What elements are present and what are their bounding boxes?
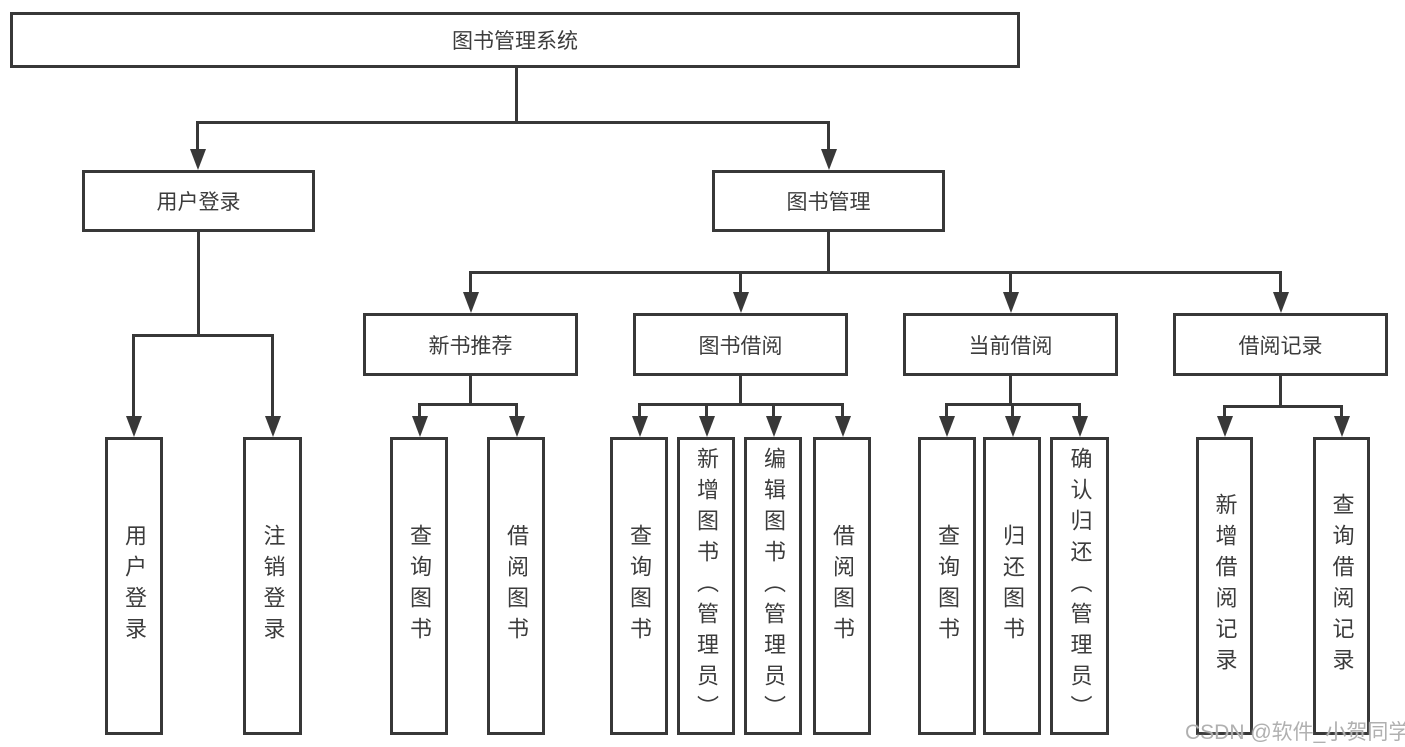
- leaf-label: 新增图书（管理员）: [694, 446, 719, 726]
- leaf-query-borrow-record: 查询借阅记录: [1313, 437, 1370, 735]
- arrow-down-icon: [1217, 416, 1233, 437]
- connector-leaf-stem: [841, 403, 844, 419]
- connector-records-bar: [1223, 405, 1343, 408]
- connector-leaf-stem: [1340, 405, 1343, 419]
- arrow-down-icon: [699, 416, 715, 437]
- arrow-down-icon: [1072, 416, 1088, 437]
- connector-user-login-bar: [132, 334, 274, 337]
- node-current-borrowing: 当前借阅: [903, 313, 1118, 376]
- leaf-label: 查询图书: [407, 524, 432, 648]
- arrow-down-icon: [1005, 416, 1021, 437]
- connector-leaf-stem: [772, 403, 775, 419]
- connector-book-mgmt-stem: [827, 121, 830, 153]
- leaf-user-login: 用户登录: [105, 437, 163, 735]
- arrow-down-icon: [1003, 292, 1019, 313]
- connector-borrowing-bar: [638, 403, 844, 406]
- node-label: 新书推荐: [428, 334, 513, 358]
- connector-level2-bar: [196, 121, 830, 124]
- connector-leaf-stem: [945, 403, 948, 419]
- leaf-label: 归还图书: [1000, 524, 1025, 648]
- arrow-down-icon: [733, 292, 749, 313]
- leaf-label: 查询图书: [935, 524, 960, 648]
- node-label: 用户登录: [156, 191, 241, 214]
- arrow-down-icon: [509, 416, 525, 437]
- leaf-borrow-book-borrowing: 借阅图书: [813, 437, 871, 735]
- node-book-management: 图书管理: [712, 170, 945, 232]
- leaf-label: 查询借阅记录: [1329, 493, 1355, 679]
- arrow-down-icon: [463, 292, 479, 313]
- node-label: 借阅记录: [1238, 334, 1323, 358]
- arrow-down-icon: [126, 416, 142, 437]
- leaf-label: 确认归还（管理员）: [1067, 446, 1093, 726]
- leaf-label: 借阅图书: [830, 524, 855, 648]
- arrow-down-icon: [412, 416, 428, 437]
- connector-book-mgmt-down: [827, 232, 830, 274]
- leaf-query-book-borrowing: 查询图书: [610, 437, 668, 735]
- leaf-add-book-admin: 新增图书（管理员）: [677, 437, 735, 735]
- connector-leaf-stem: [1078, 403, 1081, 419]
- connector-recommend-down: [469, 376, 472, 406]
- connector-borrowing-down: [739, 376, 742, 406]
- node-book-borrowing: 图书借阅: [633, 313, 848, 376]
- connector-recommend-bar: [418, 403, 518, 406]
- leaf-label: 查询图书: [627, 524, 652, 648]
- connector-level3-stem: [1279, 271, 1282, 295]
- leaf-confirm-return-admin: 确认归还（管理员）: [1050, 437, 1109, 735]
- node-new-book-recommend: 新书推荐: [363, 313, 578, 376]
- csdn-watermark: CSDN @软件_小贺同学: [1185, 721, 1405, 744]
- node-label: 图书管理: [786, 191, 871, 214]
- connector-user-login-down: [197, 232, 200, 336]
- connector-leaf-stem: [1223, 405, 1226, 419]
- arrow-down-icon: [1273, 292, 1289, 313]
- arrow-down-icon: [1334, 416, 1350, 437]
- node-label: 图书借阅: [698, 334, 783, 358]
- leaf-label: 用户登录: [122, 524, 147, 648]
- connector-level3-stem: [469, 271, 472, 295]
- connector-current-down: [1009, 376, 1012, 406]
- arrow-down-icon: [190, 149, 206, 170]
- leaf-label: 注销登录: [260, 524, 286, 648]
- connector-records-down: [1279, 376, 1282, 408]
- connector-leaf-stem: [515, 403, 518, 419]
- connector-level3-stem: [739, 271, 742, 295]
- arrow-down-icon: [835, 416, 851, 437]
- connector-leaf-stem: [418, 403, 421, 419]
- arrow-down-icon: [821, 149, 837, 170]
- connector-level3-bar: [469, 271, 1282, 274]
- leaf-return-book: 归还图书: [983, 437, 1041, 735]
- leaf-label: 借阅图书: [504, 524, 529, 648]
- leaf-label: 编辑图书（管理员）: [761, 446, 786, 726]
- arrow-down-icon: [632, 416, 648, 437]
- node-borrow-records: 借阅记录: [1173, 313, 1388, 376]
- connector-user-login-stem: [196, 121, 199, 153]
- node-label: 当前借阅: [968, 334, 1053, 358]
- leaf-edit-book-admin: 编辑图书（管理员）: [744, 437, 802, 735]
- connector-leaf-stem: [1011, 403, 1014, 419]
- leaf-add-borrow-record: 新增借阅记录: [1196, 437, 1253, 735]
- leaf-logout-login: 注销登录: [243, 437, 302, 735]
- leaf-borrow-book-recommend: 借阅图书: [487, 437, 545, 735]
- arrow-down-icon: [939, 416, 955, 437]
- connector-leaf-stem: [705, 403, 708, 419]
- arrow-down-icon: [766, 416, 782, 437]
- leaf-query-book-recommend: 查询图书: [390, 437, 448, 735]
- connector-leaf-stem: [638, 403, 641, 419]
- leaf-query-book-current: 查询图书: [918, 437, 976, 735]
- connector-root-stem: [515, 68, 518, 124]
- arrow-down-icon: [265, 416, 281, 437]
- node-library-management-system: 图书管理系统: [10, 12, 1020, 68]
- node-label: 图书管理系统: [452, 30, 578, 53]
- node-user-login: 用户登录: [82, 170, 315, 232]
- connector-level3-stem: [1009, 271, 1012, 295]
- connector-leaf-stem: [271, 334, 274, 418]
- leaf-label: 新增借阅记录: [1212, 493, 1238, 679]
- connector-leaf-stem: [132, 334, 135, 418]
